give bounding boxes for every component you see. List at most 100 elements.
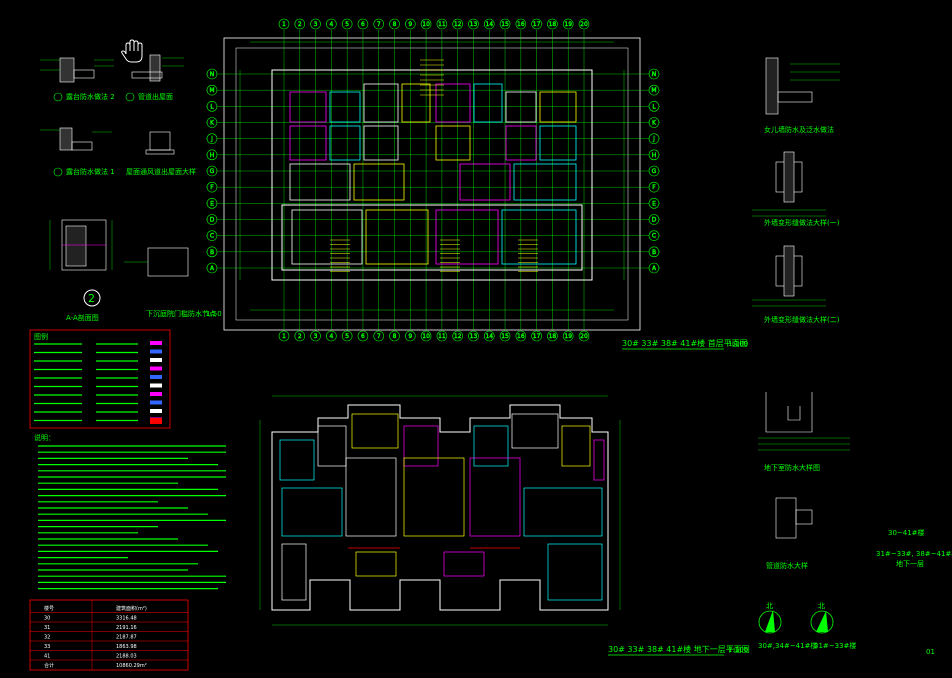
table-cell: 2191.16 bbox=[116, 625, 137, 631]
room bbox=[353, 163, 405, 201]
room bbox=[291, 209, 363, 265]
axis-label: C bbox=[210, 233, 214, 240]
table-cell: 10860.29m² bbox=[116, 663, 147, 669]
axis-bubble bbox=[206, 149, 218, 161]
room bbox=[561, 425, 591, 467]
room bbox=[281, 543, 307, 601]
axis-bubble bbox=[531, 330, 542, 342]
axis-bubble bbox=[357, 18, 369, 30]
right-detail-2: 外墙变形缝做法大样(一) bbox=[764, 218, 840, 227]
table-cell: 31 bbox=[44, 625, 50, 631]
north-arrow-icon: 北 bbox=[758, 602, 782, 634]
axis-label: 13 bbox=[470, 333, 478, 340]
axis-label: 19 bbox=[564, 21, 572, 28]
axis-bubble bbox=[206, 214, 218, 225]
room bbox=[443, 551, 485, 577]
plan2-scale: 1:100 bbox=[728, 646, 748, 654]
room bbox=[329, 125, 361, 161]
axis-label: M bbox=[651, 87, 656, 94]
axis-bubble bbox=[310, 18, 321, 30]
axis-label: 12 bbox=[454, 21, 462, 28]
axis-bubble bbox=[326, 330, 337, 342]
axis-bubble bbox=[341, 18, 353, 30]
axis-label: N bbox=[210, 71, 215, 78]
axis-bubble bbox=[206, 84, 218, 96]
room bbox=[513, 163, 577, 201]
axis-bubble bbox=[483, 330, 495, 342]
axis-bubble bbox=[326, 18, 337, 30]
axis-bubble bbox=[278, 330, 290, 342]
table-cell: 2187.87 bbox=[116, 635, 137, 641]
axis-label: 4 bbox=[329, 333, 333, 340]
room bbox=[403, 425, 439, 467]
axis-label: 9 bbox=[408, 333, 412, 340]
axis-label: 11 bbox=[438, 333, 446, 340]
room bbox=[355, 551, 397, 577]
axis-label: 15 bbox=[501, 21, 509, 28]
detail-label-6: 下沉庭院门槛防水节点 bbox=[146, 309, 216, 318]
room bbox=[435, 83, 471, 123]
detail-label-5: A-A剖面图 bbox=[66, 313, 99, 322]
table-cell: 32 bbox=[44, 635, 50, 641]
axis-bubble bbox=[547, 330, 558, 342]
axis-bubble bbox=[648, 68, 660, 80]
plan1-scale: 1:100 bbox=[728, 340, 748, 348]
room bbox=[403, 457, 465, 537]
axis-label: 14 bbox=[485, 333, 493, 340]
axis-label: 9 bbox=[408, 21, 412, 28]
legend-header: 图例 bbox=[34, 332, 48, 341]
sheet-number: 01 bbox=[926, 648, 935, 656]
left-details: 露台防水做法 2 管道出屋面 露台防水做法 1 屋面通风道出屋面大样 2 A-A… bbox=[40, 39, 222, 322]
axis-label: H bbox=[210, 152, 215, 159]
table-cell: 41 bbox=[44, 654, 50, 660]
axis-bubble bbox=[278, 18, 290, 30]
axis-bubble bbox=[206, 181, 218, 193]
axis-bubble bbox=[578, 330, 590, 342]
room bbox=[289, 91, 327, 123]
legend-table: 图例 bbox=[29, 329, 171, 429]
room bbox=[363, 83, 399, 123]
table-cell: 30 bbox=[44, 616, 50, 622]
axis-label: 10 bbox=[422, 21, 430, 28]
axis-bubble bbox=[468, 18, 479, 30]
axis-label: K bbox=[652, 120, 657, 127]
axis-label: 5 bbox=[345, 21, 349, 28]
axis-bubble bbox=[436, 18, 448, 30]
axis-label: L bbox=[210, 103, 214, 110]
axis-bubble bbox=[531, 18, 542, 30]
axis-bubble bbox=[648, 198, 660, 209]
axis-bubble bbox=[206, 133, 218, 144]
table-cell: 3316.48 bbox=[116, 616, 137, 622]
detail-label-2: 管道出屋面 bbox=[138, 92, 173, 101]
axis-label: F bbox=[652, 184, 656, 191]
axis-bubble bbox=[206, 262, 218, 274]
room bbox=[365, 209, 429, 265]
axis-bubble bbox=[483, 18, 495, 30]
plan1-title: 30# 33# 38# 41#楼 首层平面图 bbox=[622, 338, 748, 348]
axis-bubble bbox=[357, 330, 369, 342]
room bbox=[329, 91, 361, 123]
axis-bubble bbox=[294, 330, 306, 342]
room bbox=[279, 439, 315, 481]
table-cell: 楼号 bbox=[44, 605, 54, 612]
axis-label: H bbox=[652, 152, 657, 159]
axis-label: 7 bbox=[377, 333, 381, 340]
axis-bubble bbox=[452, 330, 463, 342]
legend-swatch bbox=[150, 392, 162, 396]
room bbox=[469, 457, 521, 537]
notes-block: 说明： bbox=[34, 433, 226, 590]
axis-label: B bbox=[652, 249, 656, 256]
right-detail-4: 地下室防水大样图 bbox=[764, 463, 820, 472]
axis-label: F bbox=[210, 184, 214, 191]
axis-bubble bbox=[206, 230, 218, 241]
room bbox=[289, 125, 327, 161]
axis-bubble bbox=[206, 165, 218, 177]
axis-label: 1 bbox=[282, 21, 286, 28]
room bbox=[505, 125, 537, 161]
svg-text:北: 北 bbox=[818, 602, 825, 610]
north-label-2: 31#~33#楼 bbox=[814, 641, 856, 650]
axis-label: 5 bbox=[345, 333, 349, 340]
basement-plan: 30# 33# 38# 41#楼 地下一层平面图 1:100 bbox=[259, 395, 750, 656]
axis-label: 11 bbox=[438, 21, 446, 28]
